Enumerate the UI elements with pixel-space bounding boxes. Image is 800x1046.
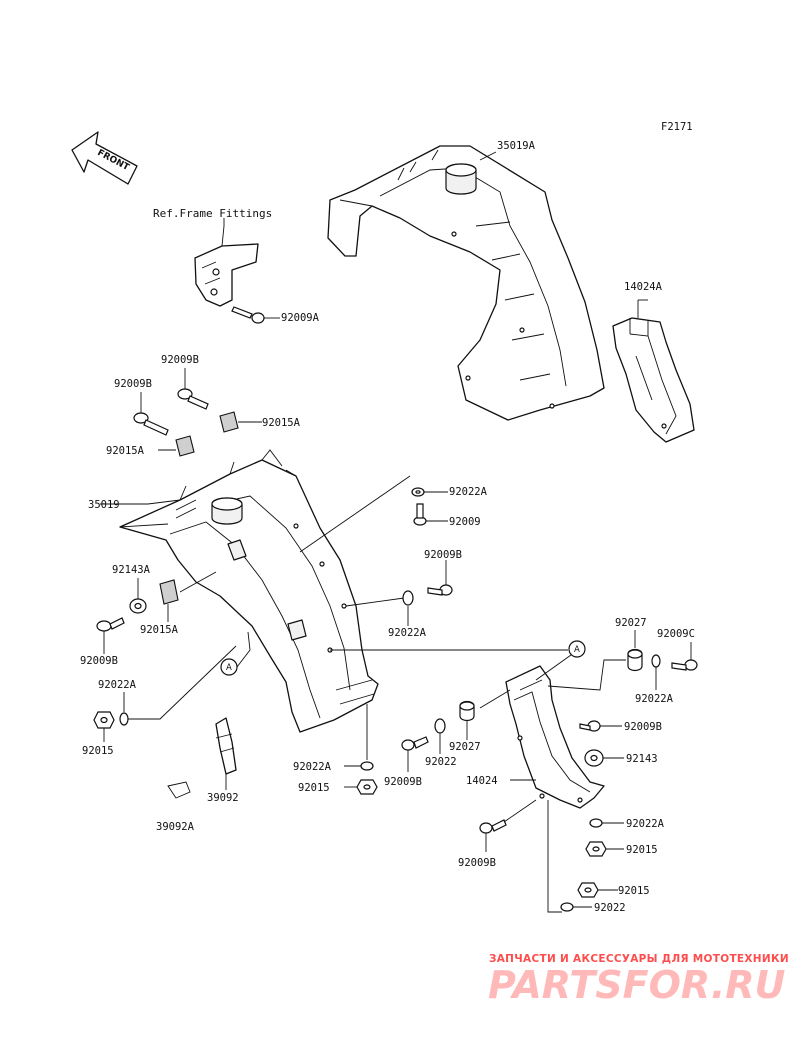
collar-92143A	[129, 578, 147, 614]
bolt-92009A	[231, 306, 280, 324]
label-14024A: 14024A	[624, 281, 663, 293]
leader-bottom-stack	[547, 800, 562, 913]
label-92022A-top: 92022A	[449, 486, 488, 498]
label-14024: 14024	[466, 775, 498, 787]
bolt-92009B-bottom-mid	[401, 736, 429, 772]
washer-92022A-mid	[402, 590, 414, 626]
leader-92027-right	[547, 659, 626, 691]
label-92009B-mid: 92009B	[424, 549, 462, 561]
watermark-caption: ЗАПЧАСТИ И АКСЕССУАРЫ ДЛЯ МОТОТЕХНИКИ	[489, 953, 789, 965]
marker-A-left: A	[220, 631, 251, 676]
washer-92022-br	[560, 902, 592, 912]
frame-fitting-bracket	[194, 218, 259, 307]
label-92027-right: 92027	[615, 617, 647, 629]
leader-92015A-mid	[179, 571, 217, 593]
label-39092: 39092	[207, 792, 239, 804]
label-92009A: 92009A	[281, 312, 320, 324]
label-92009B-br: 92009B	[458, 857, 496, 869]
label-92009B-bottom-mid: 92009B	[384, 776, 422, 788]
washer-92022A-bottom	[344, 704, 374, 771]
ref-note: Ref.Frame Fittings	[153, 207, 272, 220]
bolt-92009B-left	[133, 392, 169, 436]
clamp-39092	[215, 717, 237, 790]
label-92015A-mid: 92015A	[140, 624, 179, 636]
label-92022-mid: 92022	[425, 756, 457, 768]
label-39092A: 39092A	[156, 821, 195, 833]
fender-35019A	[327, 145, 605, 421]
label-92015A-top: 92015A	[262, 417, 301, 429]
label-92143A: 92143A	[112, 564, 151, 576]
label-92015-lower-left: 92015	[82, 745, 114, 757]
label-92022A-right: 92022A	[635, 693, 674, 705]
stay-14024	[479, 665, 605, 809]
label-92015-br2: 92015	[618, 885, 650, 897]
marker-A-right: A	[535, 640, 586, 681]
svg-text:A: A	[226, 663, 232, 673]
washer-92022-mid	[434, 718, 446, 754]
label-92009B-right: 92009B	[624, 721, 662, 733]
bolt-92009C	[671, 642, 698, 671]
collar-92027-mid	[459, 700, 475, 740]
nut-92015-bottom	[344, 779, 378, 795]
washer-92022A-right	[651, 654, 661, 690]
clip-39092A	[167, 781, 191, 799]
svg-text:A: A	[574, 645, 580, 655]
label-92022A-mid: 92022A	[388, 627, 427, 639]
leader-mid-right	[345, 597, 405, 607]
label-92022A-lower-left: 92022A	[98, 679, 137, 691]
clip-nut-92015A-top	[219, 411, 262, 433]
fender-35019	[100, 449, 379, 733]
bolt-92009B-right	[579, 720, 622, 732]
clip-nut-92015A-left	[158, 435, 195, 457]
leader-top-right	[299, 475, 411, 553]
label-92015-br: 92015	[626, 844, 658, 856]
label-35019: 35019	[88, 499, 120, 511]
label-92022A-bottom: 92022A	[293, 761, 332, 773]
bolt-92009B-mid	[427, 560, 453, 596]
label-92015-bottom: 92015	[298, 782, 330, 794]
washer-92022A-top	[411, 487, 448, 497]
bolt-92009-top	[413, 503, 448, 526]
bolt-92009B-top	[177, 368, 209, 410]
nut-92015-lower-left	[93, 711, 115, 742]
washer-92022A-br	[589, 818, 624, 828]
nut-92015-br2	[577, 882, 618, 898]
bolt-92009B-br	[479, 799, 537, 852]
label-92009B-top: 92009B	[161, 354, 199, 366]
label-35019A: 35019A	[497, 140, 536, 152]
bolt-92009B-lower-left	[96, 617, 125, 654]
label-92022A-br: 92022A	[626, 818, 665, 830]
collar-92143	[584, 749, 624, 767]
label-92009-top: 92009	[449, 516, 481, 528]
washer-92022A-lower-left	[119, 645, 237, 726]
clip-nut-92015A-mid	[159, 579, 179, 622]
label-92009B-left: 92009B	[114, 378, 152, 390]
label-92015A-left: 92015A	[106, 445, 145, 457]
watermark-brand: PARTSFOR.RU	[488, 963, 786, 1007]
label-92027-mid: 92027	[449, 741, 481, 753]
nut-92015-br	[585, 841, 624, 857]
stay-14024A	[612, 299, 695, 443]
label-92022-br: 92022	[594, 902, 626, 914]
diagram-code: F2171	[661, 121, 693, 133]
front-arrow-icon: FRONT	[71, 131, 138, 185]
label-92143: 92143	[626, 753, 658, 765]
label-92009B-lower-left: 92009B	[80, 655, 118, 667]
label-92009C: 92009C	[657, 628, 695, 640]
collar-92027-right	[627, 630, 643, 672]
